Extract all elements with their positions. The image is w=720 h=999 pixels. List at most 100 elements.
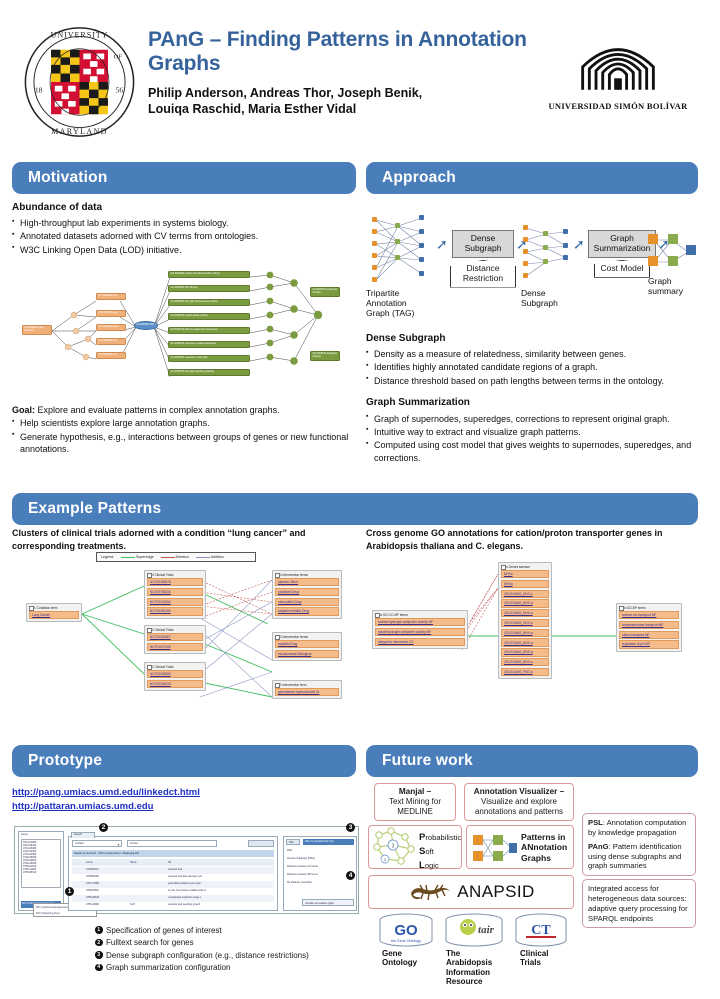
title-block: PAnG – Finding Patterns in Annotation Gr… <box>148 28 528 117</box>
table-row[interactable]: AT5G09620 d separated cotyledon stage L <box>72 895 274 902</box>
svg-text:the Gene Ontology: the Gene Ontology <box>391 939 421 943</box>
cost-model-callout: Cost Model <box>594 260 650 278</box>
future-work-section: Future work <box>366 745 698 777</box>
anapsid-label: ANAPSID <box>457 882 535 901</box>
pang-box: Patterns in ANnotation Graphs <box>466 825 574 869</box>
annotation-graph-edges <box>51 272 323 378</box>
example-patterns-banner: Example Patterns <box>12 493 698 525</box>
entity-node: CELEGANS_NHX-a <box>501 638 549 647</box>
entity-node: CELEGANS_NHX-a <box>501 628 549 637</box>
tab-search[interactable]: Search <box>71 831 95 838</box>
intervention-term-group: 4 intervention terms placebo Other pacli… <box>272 570 342 619</box>
entity-node: NHXa <box>501 579 549 589</box>
pang-summary-icon <box>473 835 517 861</box>
arrow-icon: ➚ <box>436 236 448 252</box>
list-item: Distance threshold based on path lengths… <box>366 374 698 388</box>
legend: Legend: Superedge Deletion Addition <box>96 552 256 562</box>
list-item: Computed using cost model that gives wei… <box>366 439 698 465</box>
entity-node: CELEGANS_NHX-1 <box>501 589 549 598</box>
prototype-section: Prototype http://pang.umiacs.umd.edu/lin… <box>12 745 356 814</box>
approach-pipeline-diagram: ➚ Dense Subgraph Distance Restriction ➚ … <box>366 210 698 318</box>
list-item: 1 Specification of genes of interest <box>95 925 360 937</box>
entity-node: NCT00243154 <box>147 597 203 606</box>
poster-header: UNIVERSITY MARYLAND 18 56 OF PAnG – Find… <box>0 0 720 148</box>
go-node: GO:0009637 response to blue light <box>168 355 250 363</box>
gene-ontology-label: Gene Ontology <box>382 949 418 968</box>
motivation-bullets: High-throughput lab experiments in syste… <box>12 217 356 256</box>
callout-badge-3: 3 <box>346 823 355 832</box>
psl-pang-note: PSL: Annotation computation by knowledge… <box>582 813 696 877</box>
entity-node: CELEGANS_NHX-a <box>501 618 549 628</box>
filter-select[interactable]: Contains ▼ <box>72 840 122 847</box>
distance-restriction-callout: Distance Restriction <box>450 260 516 288</box>
entity-node: cisplatin metallic Drug <box>275 607 339 616</box>
table-row[interactable]: AT2650310 vascular leaf <box>72 867 274 874</box>
usb-arch-icon <box>581 48 655 90</box>
filter-relationship-type[interactable]: Filter by Relationship Type <box>303 839 354 845</box>
condition-term-group: 1 Condition term Lung Cancer <box>26 603 82 623</box>
future-work-diagram: Manjal – Text Mining for MEDLINE Annotat… <box>366 783 698 999</box>
table-row[interactable]: AT1G71880 petal differentiation and expa… <box>72 881 274 888</box>
table-row[interactable]: AT5G44860 hx47 vascular leaf seedling gr… <box>72 902 274 909</box>
dense-subgraph-stage-label: Dense Subgraph <box>521 288 558 309</box>
entity-node: cation transport MF <box>619 630 679 639</box>
go-node: GO:0042742 defense response to bacterium <box>168 327 250 335</box>
list-item: 4 Graph summarization configuration <box>95 962 360 974</box>
visualize-button[interactable]: visualize annotation graph <box>302 899 354 906</box>
search-input[interactable]: and leaf <box>127 840 217 847</box>
entity-node: integral to membrane CC <box>375 637 465 646</box>
dense-subgraph-bullets: Density as a measure of relatedness, sim… <box>366 348 698 387</box>
prototype-link-pattaran[interactable]: http://pattaran.umiacs.umd.edu <box>12 800 154 812</box>
dml-panel[interactable]: DML Filter by Relationship Type DML Choo… <box>283 836 357 911</box>
psl-box: 3 1 Probabilistic Soft Logic <box>368 825 462 871</box>
entity-node: carboplatin Drug <box>275 597 339 606</box>
svg-text:MARYLAND: MARYLAND <box>51 127 108 136</box>
list-item: Generate hypothesis, e.g., interactions … <box>12 430 356 457</box>
page-title: PAnG – Finding Patterns in Annotation Gr… <box>148 28 527 75</box>
graph-summarization-subhead: Graph Summarization <box>366 397 470 409</box>
example-left-caption: Clusters of clinical trials adorned with… <box>12 528 306 551</box>
goal-label: Goal: <box>12 405 36 416</box>
prototype-links: http://pang.umiacs.umd.edu/linkedct.html… <box>12 786 356 814</box>
umd-seal-logo: UNIVERSITY MARYLAND 18 56 OF <box>22 26 137 138</box>
usb-logo-label: UNIVERSIDAD SIMÓN BOLÍVAR <box>548 101 688 111</box>
annotation-graph-figure: PO:0009011 plant structure PO:0000003 fr… <box>18 265 348 400</box>
genes-group: n Genes samson NHXa NHXa CELEGANS_NHX-1 … <box>498 562 552 680</box>
entity-node: CELEGANS_NHX-a <box>501 609 549 618</box>
entity-node: bevacizumab Biological <box>275 649 339 659</box>
search-button[interactable] <box>248 840 274 847</box>
prototype-screenshot[interactable]: Genes AT1G01960 AT1G09440 AT1G26480 AT1G… <box>14 823 359 917</box>
database-cylinder-icon: tair <box>445 913 503 947</box>
intervention-term-group: 1 intervention term gemcitabine hydrochl… <box>272 680 342 700</box>
motivation-subhead: Abundance of data <box>12 202 103 213</box>
gene-list[interactable]: AT1G01960 AT1G09440 AT1G26480 AT1G32200 … <box>21 839 61 888</box>
table-row[interactable]: AT3553080 vascular leaf leaf vascular sy… <box>72 874 274 881</box>
go-node: GO:0005524 ATP binding <box>168 285 250 293</box>
tag-stage-label: Tripartite Annotation Graph (TAG) <box>366 288 415 319</box>
search-panel[interactable]: Search Contains ▼ and leaf Search for 'a… <box>68 831 278 911</box>
goal-text: Explore and evaluate patterns in complex… <box>37 405 280 416</box>
entity-node: CELEGANS_PBO-a <box>501 667 549 677</box>
svg-text:GO: GO <box>394 922 418 939</box>
prototype-link-linkedct[interactable]: http://pang.umiacs.umd.edu/linkedct.html <box>12 787 200 798</box>
clinical-trial-group: 4 Clinical Trials NCT00456078 NCT0075634… <box>144 570 206 619</box>
po-node: PO:0009005 root <box>96 352 126 360</box>
goal-bullets: Help scientists explore large annotation… <box>12 417 356 456</box>
genes-panel[interactable]: Genes AT1G01960 AT1G09440 AT1G26480 AT1G… <box>18 831 64 911</box>
entity-node: gemcitabine hydrochloride Dr <box>275 688 339 697</box>
author-list: Philip Anderson, Andreas Thor, Joseph Be… <box>148 85 528 117</box>
po-node: PO:0009046 flower <box>96 324 126 332</box>
step-number: 2 <box>95 938 103 947</box>
entity-node: sodium:hydrogen antiporter activity MF <box>375 618 465 627</box>
list-item: W3C Linking Open Data (LOD) initiative. <box>12 243 356 257</box>
intervention-term-group: 2 intervention terms cisplatin Drug beva… <box>272 632 342 662</box>
goal-statement: Goal: Explore and evaluate patterns in c… <box>12 404 356 417</box>
table-row[interactable]: AT5614540 sp 24+ four leaves volatile pe… <box>72 888 274 895</box>
list-item: Density as a measure of relatedness, sim… <box>366 348 698 361</box>
example-right-caption: Cross genome GO annotations for cation/p… <box>366 528 663 551</box>
go-node: GO:0009785 blue light signaling pathway <box>168 369 250 377</box>
datasource-tair: tair The Arabidopsis Information Resourc… <box>444 913 504 986</box>
entity-node: CELEGANS_NHX-a <box>501 657 549 667</box>
gene-node: AT4G08920 CRY1 <box>134 321 158 331</box>
psl-note: PSL: Annotation computation by knowledge… <box>588 818 687 837</box>
